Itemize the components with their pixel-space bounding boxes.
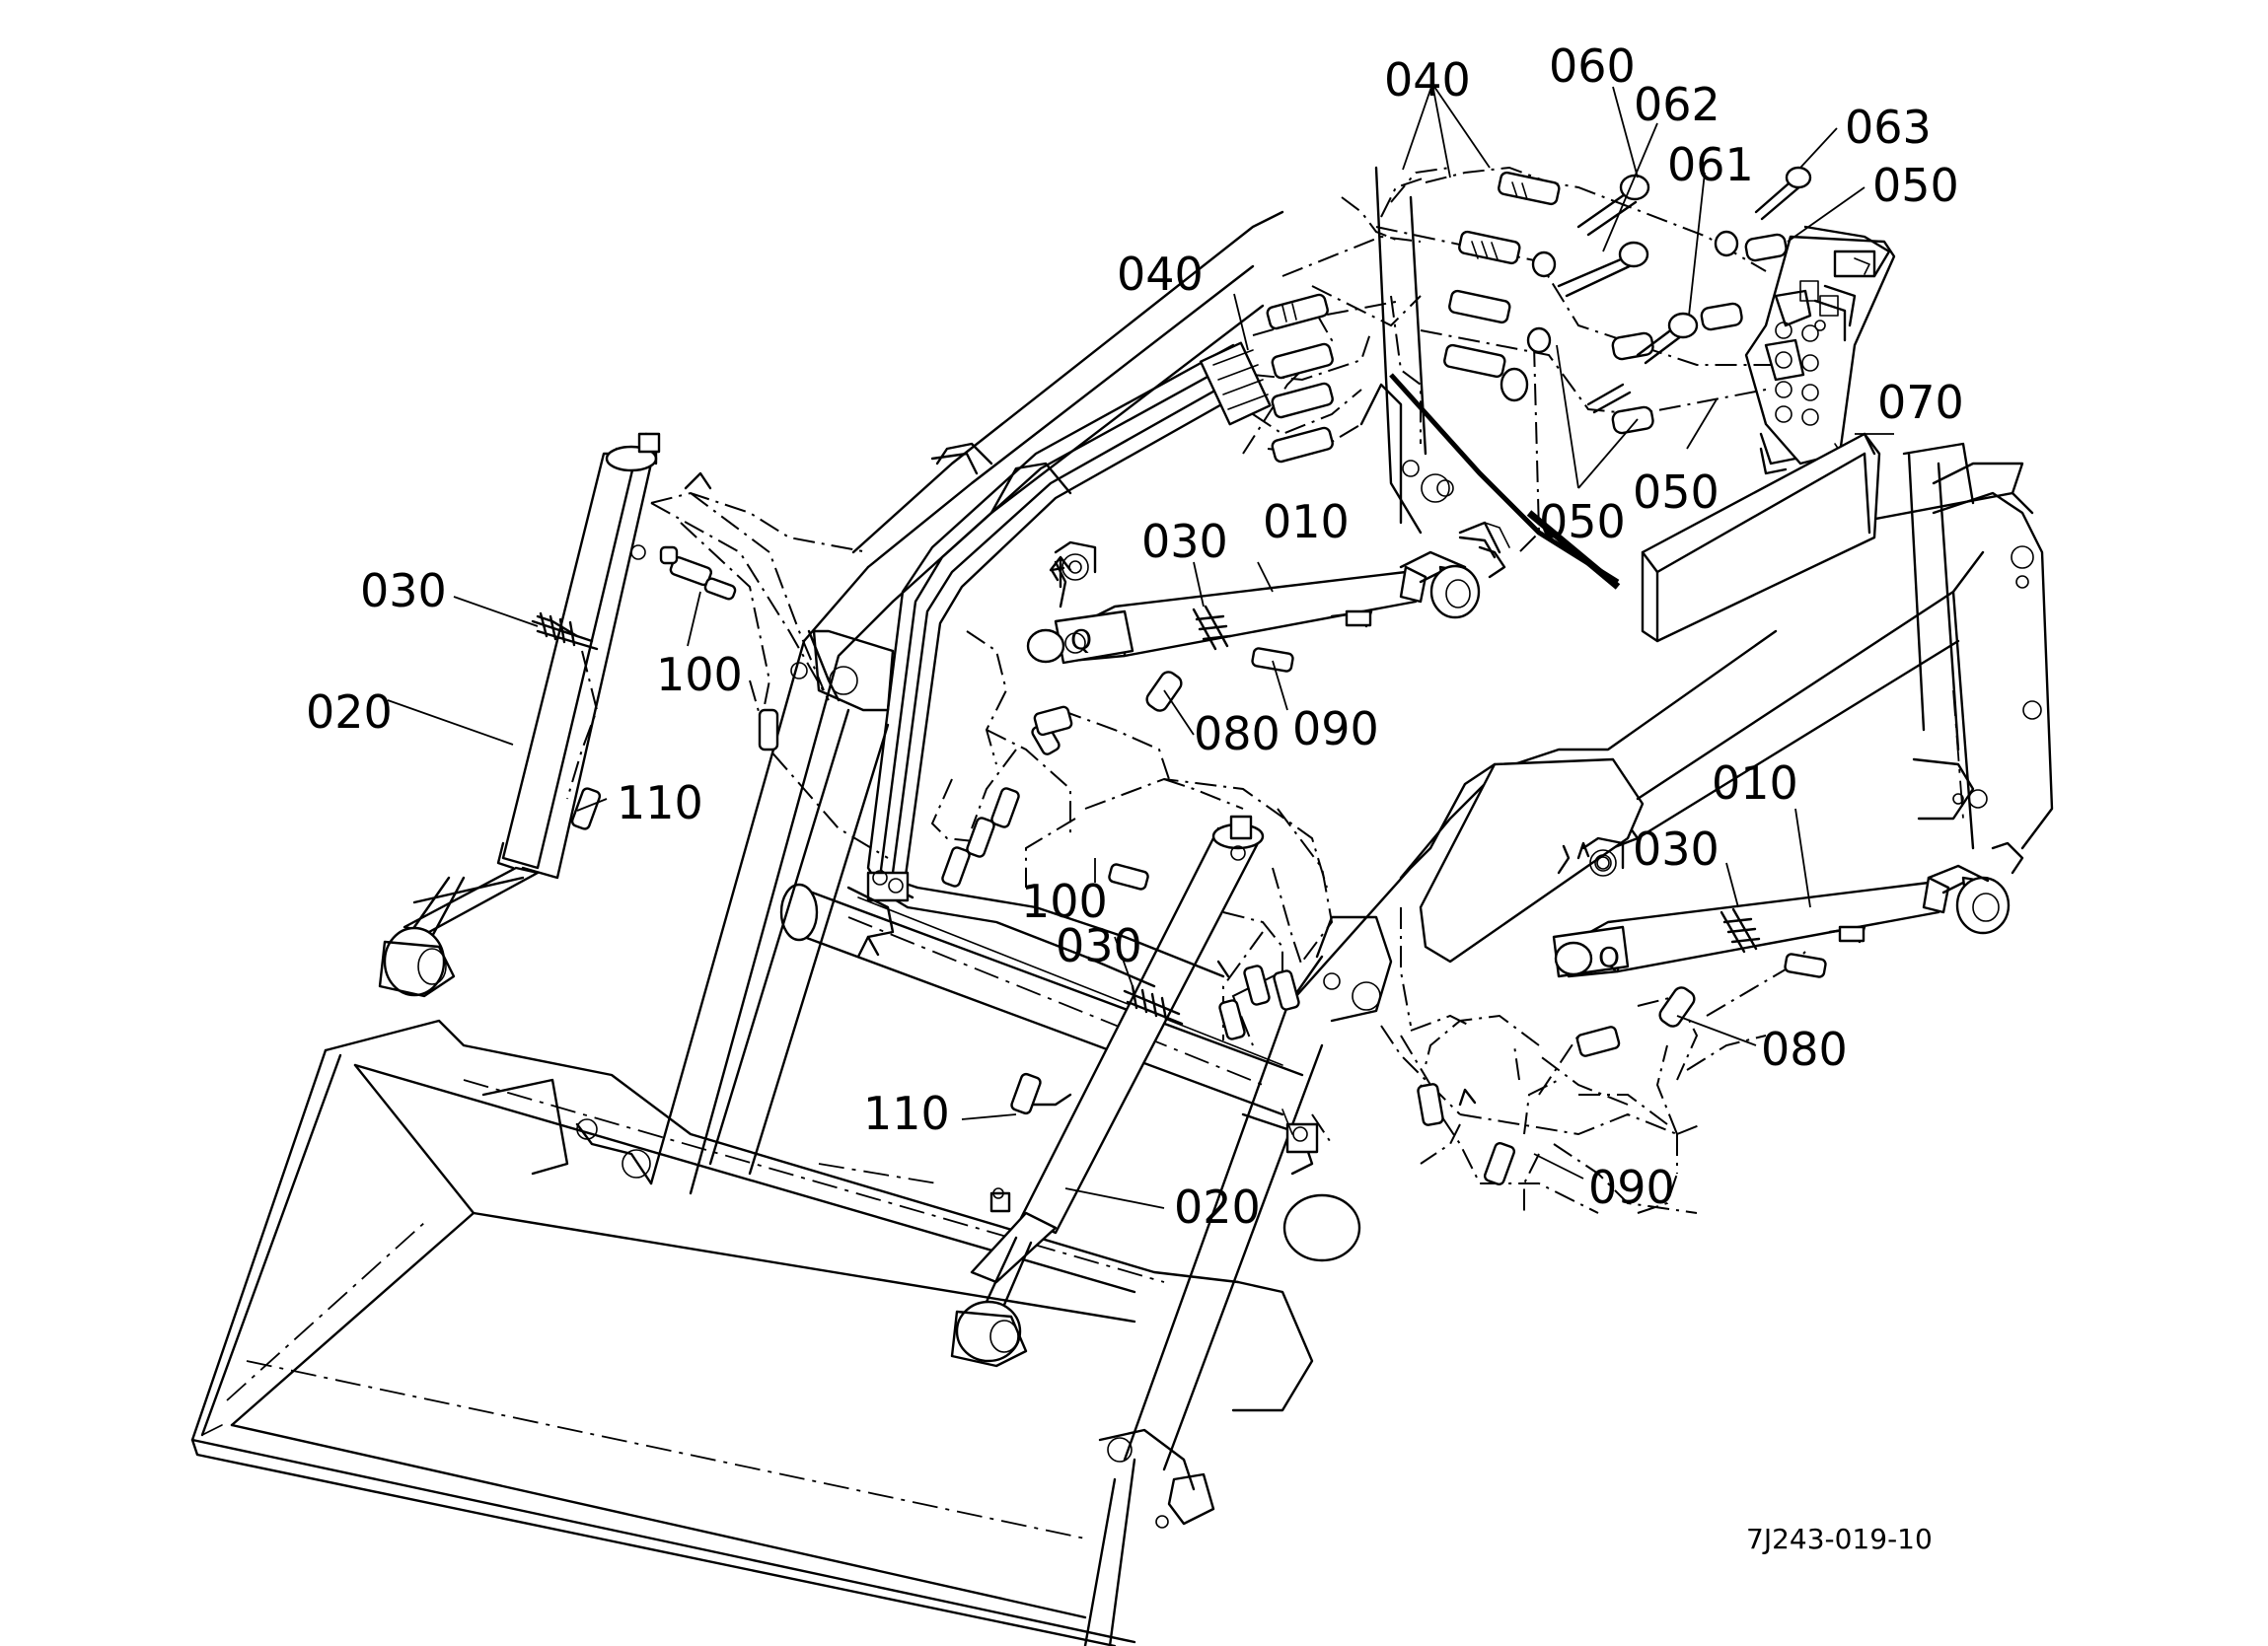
callout-063: 063 <box>1845 101 1932 154</box>
steel-pipe-bundle <box>846 341 1319 1176</box>
hose-fittings-040 <box>1266 171 1561 464</box>
callout-040-left: 040 <box>1117 248 1204 301</box>
loader-bucket <box>190 1019 1240 1646</box>
callout-050-bottom: 050 <box>1539 495 1626 548</box>
callout-030-upper: 030 <box>1141 515 1228 568</box>
svg-text:Q: Q <box>1070 623 1092 656</box>
callout-090-right: 090 <box>1588 1161 1675 1214</box>
boom-cylinder-upper: Q <box>1026 545 1506 665</box>
mount-bracket <box>1359 383 1510 559</box>
hose-to-valve <box>1389 373 1621 590</box>
callout-062: 062 <box>1634 78 1720 131</box>
direction-arrows <box>684 471 1590 1107</box>
adaptor-fittings-050 <box>1500 230 1788 435</box>
callout-050-top: 050 <box>1872 159 1959 212</box>
callout-090-upper: 090 <box>1292 702 1379 755</box>
hose-clamp-030-middle <box>1123 984 1184 1026</box>
callout-110-middle: 110 <box>863 1087 950 1140</box>
callout-010-right: 010 <box>1712 756 1798 810</box>
callout-060: 060 <box>1549 39 1636 93</box>
bucket-cylinder-middle <box>950 815 1265 1368</box>
callout-110-left: 110 <box>617 776 703 829</box>
hose-clamp-030-upper <box>1192 605 1232 651</box>
callout-100-left: 100 <box>656 648 743 701</box>
control-valve <box>1744 225 1896 475</box>
diagram-reference-code: 7J243-019-10 <box>1746 1523 1933 1555</box>
callout-020-left: 020 <box>306 685 393 739</box>
bucket-bracket-right <box>1098 1428 1215 1529</box>
callout-080-upper: 080 <box>1194 707 1280 760</box>
hose-clamp-030-right <box>1719 907 1761 954</box>
hose-clamp-030-left <box>531 611 599 651</box>
hydraulic-hoses <box>566 166 1806 1214</box>
svg-text:Q: Q <box>1598 941 1620 973</box>
callout-040-top: 040 <box>1384 53 1471 107</box>
callout-050-right: 050 <box>1633 465 1719 519</box>
callout-030-right: 030 <box>1633 823 1719 876</box>
callout-020-middle: 020 <box>1174 1181 1261 1234</box>
callout-061: 061 <box>1667 138 1754 191</box>
bucket-bracket-left <box>481 1078 653 1185</box>
callout-030-left: 030 <box>360 564 447 617</box>
callout-070: 070 <box>1877 376 1964 429</box>
callout-010-upper: 010 <box>1263 495 1350 548</box>
leader-lines <box>387 83 1894 1209</box>
callout-100-middle: 100 <box>1021 875 1108 928</box>
callout-030-middle: 030 <box>1056 919 1142 972</box>
bucket-cylinder-left <box>378 432 661 998</box>
part-callouts: 040 060 062 063 061 050 040 070 050 050 … <box>306 39 1964 1234</box>
callout-080-right: 080 <box>1761 1023 1848 1076</box>
